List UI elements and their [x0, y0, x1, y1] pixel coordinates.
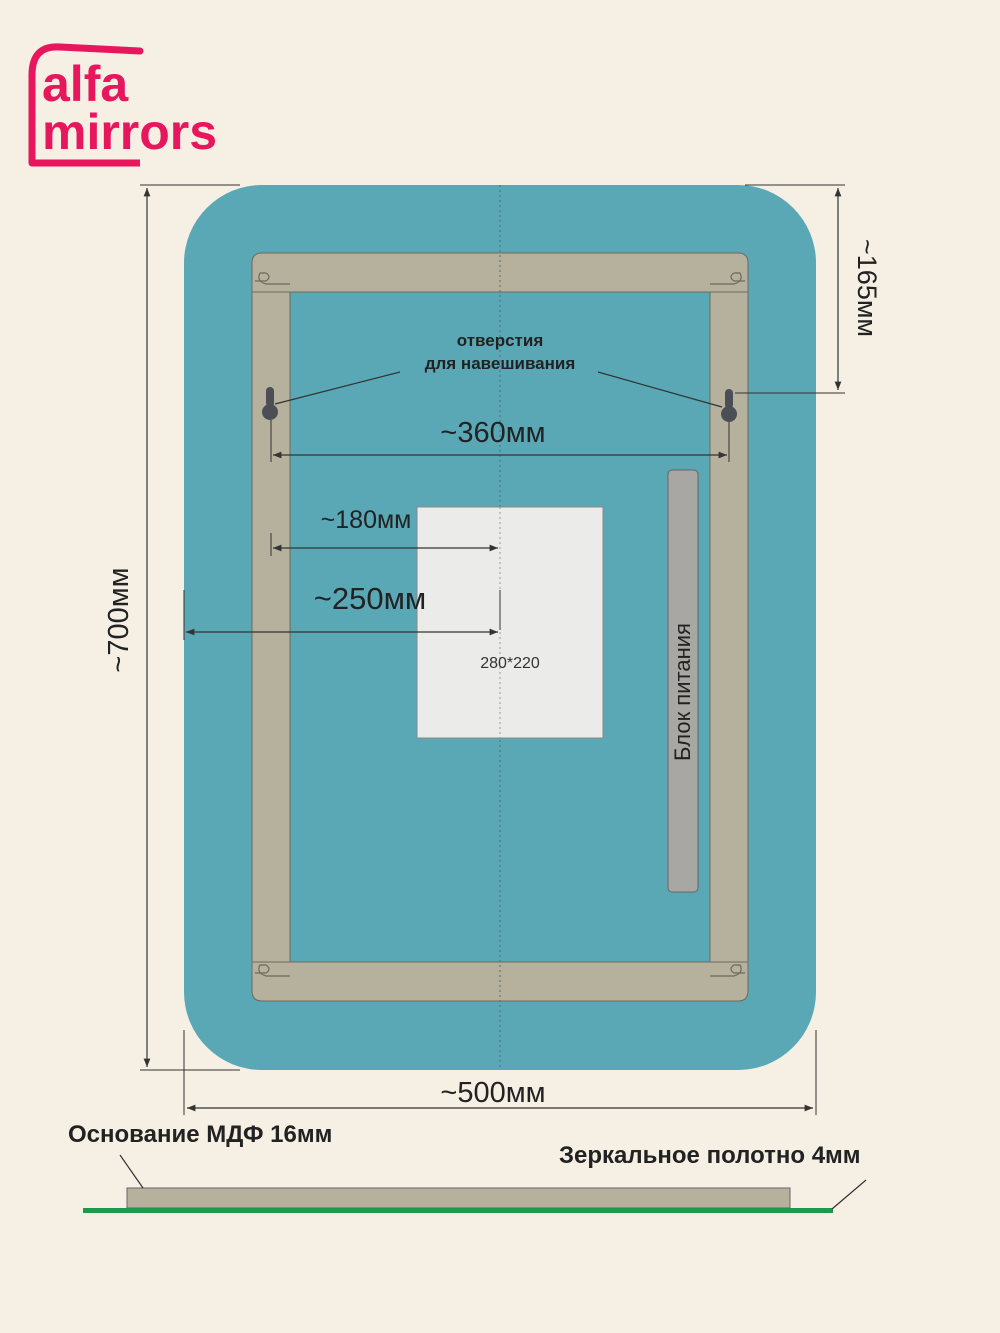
cutout-size-label: 280*220: [480, 655, 540, 672]
logo-frame-mark: [28, 75, 140, 167]
joint-top-left: [255, 272, 290, 285]
mdf-base-label: Основание МДФ 16мм: [68, 1121, 332, 1148]
hanging-holes-label-line2: для навешивания: [425, 354, 576, 373]
mirror-sheet-label: Зеркальное полотно 4мм: [559, 1142, 861, 1169]
dim-165-label: ~165мм: [852, 239, 882, 337]
hanging-holes-label-line1: отверстия: [457, 331, 544, 350]
mdf-base-profile: [126, 1187, 791, 1209]
dim-360-label: ~360мм: [440, 417, 545, 449]
dim-700-label: ~700мм: [103, 567, 135, 672]
hanging-hole-right: [721, 389, 737, 422]
logo-line-alfa: alfa: [42, 56, 129, 112]
joint-top-right: [710, 272, 745, 285]
mdf-base-leader: [119, 1154, 144, 1189]
dim-250-label: ~250мм: [314, 581, 426, 616]
logo-frame-mark-top: [28, 43, 144, 79]
dim-180-label: ~180мм: [321, 506, 412, 534]
power-unit-label: Блок питания: [670, 623, 695, 761]
hanging-holes-leader-right: [597, 371, 723, 408]
mirror-sheet-leader: [831, 1179, 867, 1210]
logo-line-mirrors: mirrors: [42, 104, 217, 160]
alfa-mirrors-logo: alfa mirrors: [28, 43, 217, 167]
power-unit: [667, 469, 699, 893]
joint-bottom-right: [710, 964, 745, 977]
hanging-hole-left: [262, 387, 278, 420]
mirror-sheet-profile: [83, 1208, 833, 1213]
cutout-area: [416, 506, 604, 739]
hanging-holes-leader-left: [274, 371, 401, 405]
joint-bottom-left: [255, 964, 290, 977]
dim-500-label: ~500мм: [440, 1077, 545, 1109]
